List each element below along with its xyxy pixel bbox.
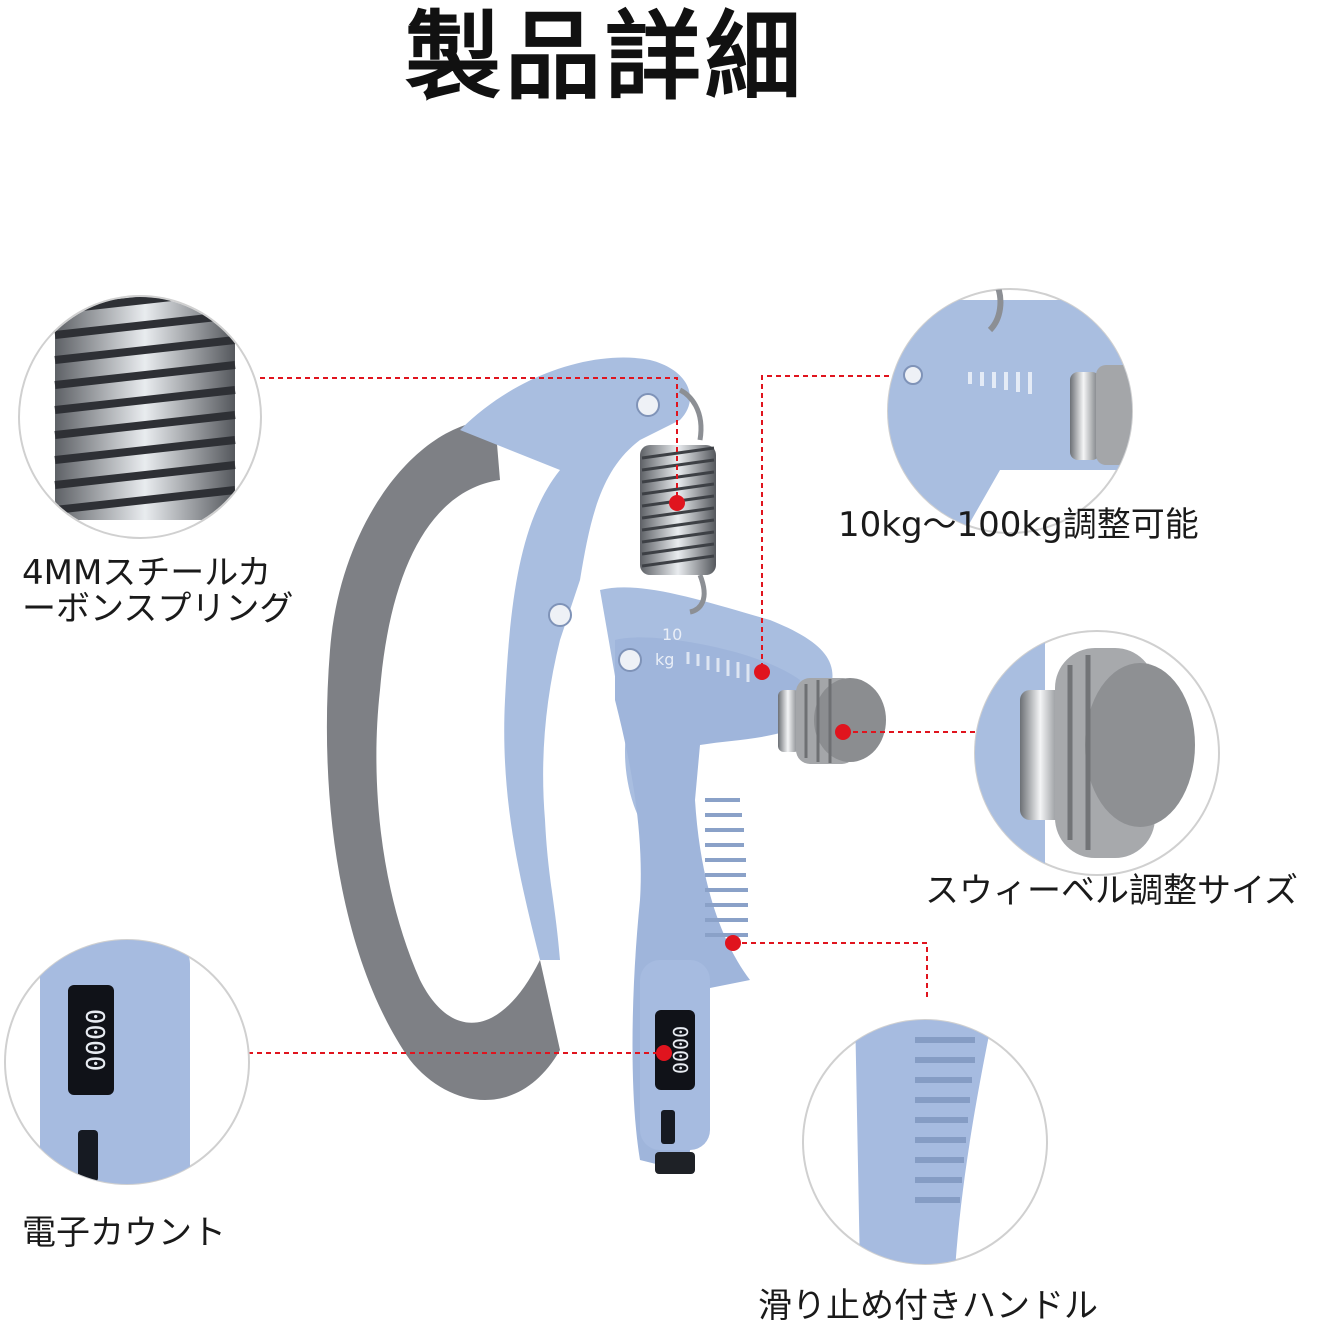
leader-dots	[656, 495, 851, 1061]
detail-circle-knob	[974, 630, 1220, 876]
callout-spring-line1: 4MMスチールカ	[22, 553, 272, 593]
leader-lines	[248, 375, 975, 1054]
counter-digits: 0000	[668, 1026, 692, 1074]
detail-circle-counter: 0000	[4, 939, 250, 1185]
counter-display	[655, 1010, 695, 1090]
scale-unit-label: kg	[655, 650, 674, 669]
tension-scale	[686, 652, 750, 682]
callout-adjust-range: 10kg〜100kg調整可能	[838, 505, 1199, 545]
scale-min-label: 10	[662, 625, 682, 644]
pivot-dot	[636, 393, 660, 417]
pivot-dot	[618, 648, 642, 672]
detail-circle-scale	[887, 288, 1133, 534]
callout-swivel: スウィーベル調整サイズ	[925, 871, 1298, 911]
counter-button	[661, 1110, 675, 1144]
pivot-dot	[548, 603, 572, 627]
hand-gripper: 0000	[326, 357, 886, 1174]
upper-arm	[460, 357, 690, 961]
detail-circle-handle	[802, 1019, 1048, 1265]
callout-spring-line2: ーボンスプリング	[22, 589, 294, 629]
bottom-cap	[655, 1152, 695, 1174]
grip-loop	[326, 420, 560, 1100]
detail-circle-spring	[18, 295, 262, 539]
callout-handle: 滑り止め付きハンドル	[758, 1286, 1098, 1320]
grip-ridges	[705, 798, 748, 937]
adjustment-knob	[778, 678, 886, 764]
callout-counter: 電子カウント	[22, 1213, 226, 1253]
page-title: 製品詳細	[405, 1, 805, 113]
counter-digits-zoom: 0000	[79, 1009, 109, 1072]
